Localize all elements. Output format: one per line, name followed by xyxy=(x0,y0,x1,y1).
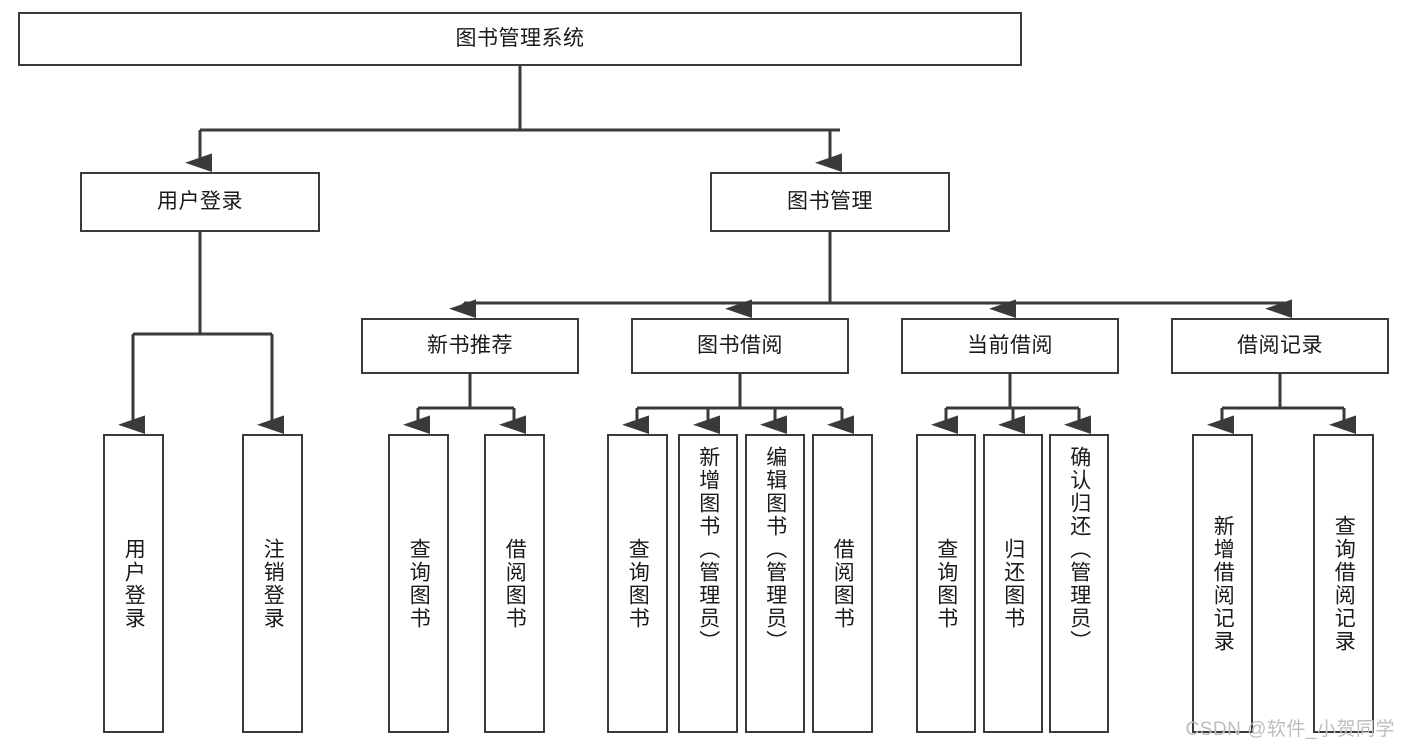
leaf-node-查询借阅记录[interactable]: 查询借阅记录 xyxy=(1313,434,1374,733)
leaf-node-label: 查询图书 xyxy=(407,537,431,630)
leaf-node-label: 借阅图书 xyxy=(503,537,527,630)
leaf-node-编辑图书管理员[interactable]: 编辑图书（管理员） xyxy=(745,434,805,733)
node-当前借阅[interactable]: 当前借阅 xyxy=(901,318,1119,374)
leaf-node-用户登录[interactable]: 用户登录 xyxy=(103,434,164,733)
leaf-node-确认归还管理员[interactable]: 确认归还（管理员） xyxy=(1049,434,1109,733)
node-label: 用户登录 xyxy=(157,190,243,214)
node-label: 图书管理系统 xyxy=(455,27,585,51)
leaf-node-label: 确认归还（管理员） xyxy=(1067,446,1091,653)
node-label: 当前借阅 xyxy=(967,334,1053,358)
leaf-node-查询图书[interactable]: 查询图书 xyxy=(607,434,668,733)
node-root-book-management-system[interactable]: 图书管理系统 xyxy=(18,12,1022,66)
leaf-node-label: 用户登录 xyxy=(122,537,146,630)
leaf-node-label: 查询借阅记录 xyxy=(1332,514,1356,653)
leaf-node-新增借阅记录[interactable]: 新增借阅记录 xyxy=(1192,434,1253,733)
leaf-node-label: 查询图书 xyxy=(626,537,650,630)
leaf-node-label: 归还图书 xyxy=(1001,537,1025,630)
leaf-node-label: 查询图书 xyxy=(934,537,958,630)
node-借阅记录[interactable]: 借阅记录 xyxy=(1171,318,1389,374)
leaf-node-label: 新增借阅记录 xyxy=(1211,514,1235,653)
leaf-node-新增图书管理员[interactable]: 新增图书（管理员） xyxy=(678,434,738,733)
node-图书管理[interactable]: 图书管理 xyxy=(710,172,950,232)
leaf-node-借阅图书[interactable]: 借阅图书 xyxy=(812,434,873,733)
leaf-node-查询图书[interactable]: 查询图书 xyxy=(388,434,449,733)
node-图书借阅[interactable]: 图书借阅 xyxy=(631,318,849,374)
leaf-node-借阅图书[interactable]: 借阅图书 xyxy=(484,434,545,733)
node-label: 图书借阅 xyxy=(697,334,783,358)
node-用户登录[interactable]: 用户登录 xyxy=(80,172,320,232)
leaf-node-label: 新增图书（管理员） xyxy=(696,446,720,653)
leaf-node-label: 借阅图书 xyxy=(831,537,855,630)
node-label: 图书管理 xyxy=(787,190,873,214)
leaf-node-归还图书[interactable]: 归还图书 xyxy=(983,434,1043,733)
node-label: 新书推荐 xyxy=(427,334,513,358)
node-新书推荐[interactable]: 新书推荐 xyxy=(361,318,579,374)
leaf-node-注销登录[interactable]: 注销登录 xyxy=(242,434,303,733)
node-label: 借阅记录 xyxy=(1237,334,1323,358)
leaf-node-查询图书[interactable]: 查询图书 xyxy=(916,434,976,733)
leaf-node-label: 注销登录 xyxy=(261,537,285,630)
leaf-node-label: 编辑图书（管理员） xyxy=(763,446,787,653)
